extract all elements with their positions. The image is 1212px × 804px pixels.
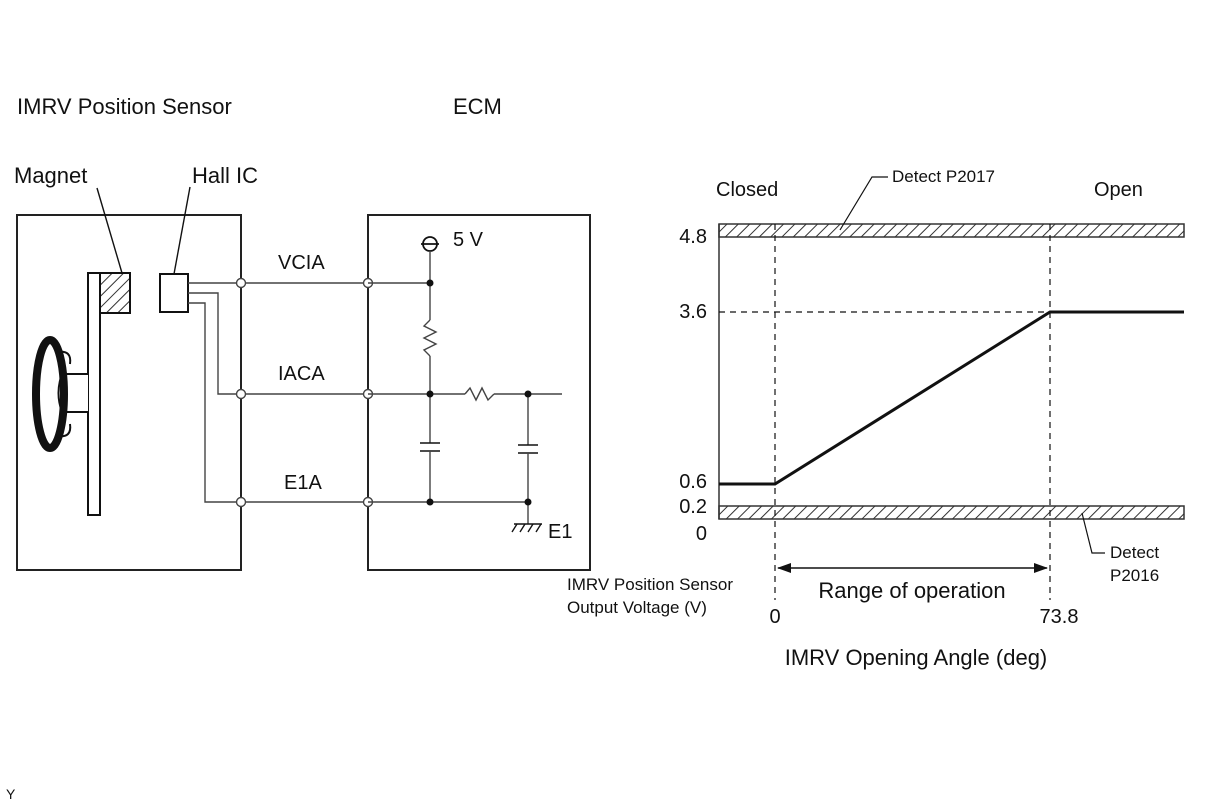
rotation-arrow-bottom-icon (57, 423, 72, 438)
range-label-bg (802, 576, 1022, 606)
figure-code: Y (6, 786, 16, 802)
detect-low-band (718, 505, 1185, 520)
dashed-guides (719, 224, 1051, 600)
supply-label: 5 V (453, 229, 484, 251)
y-tick-0: 0 (696, 523, 707, 545)
detect-low-leader (1081, 512, 1105, 554)
detect-high-band (718, 223, 1185, 238)
rotation-arrow-top-icon (57, 350, 72, 365)
wire-hall-iaca (188, 292, 241, 395)
closed-label: Closed (716, 179, 778, 201)
hall-ic-label: Hall IC (192, 163, 258, 188)
output-graph: Closed Open Detect P2017 Detect P2016 4.… (567, 167, 1185, 670)
wire-hall-e1a (188, 302, 241, 503)
rotation-icon (32, 336, 68, 452)
y-tick-0-2: 0.2 (679, 496, 707, 518)
hall-ic-leader-line (173, 186, 191, 275)
detect-high-leader (839, 176, 888, 231)
x-tick-0: 0 (769, 606, 780, 628)
output-voltage-curve (719, 310, 1184, 486)
hall-ic (159, 273, 189, 313)
ground-label: E1 (548, 521, 572, 543)
pullup-resistor (422, 319, 438, 357)
signal-label-e1a: E1A (284, 472, 322, 494)
sensor-title: IMRV Position Sensor (17, 94, 232, 119)
x-axis-title: IMRV Opening Angle (deg) (785, 645, 1048, 670)
sensor-box (16, 214, 242, 571)
filter-resistor (464, 386, 495, 402)
rotor-plate (87, 272, 101, 516)
x-tick-73-8: 73.8 (1040, 606, 1079, 628)
magnet-leader-line (96, 187, 123, 274)
detect-high-label: Detect P2017 (892, 167, 995, 186)
y-axis-title-line1: IMRV Position Sensor (567, 575, 733, 594)
terminal-sensor-vcia (235, 277, 247, 289)
ecm-title: ECM (453, 94, 502, 119)
open-label: Open (1094, 179, 1143, 201)
magnet-label: Magnet (14, 163, 87, 188)
detect-low-label-line2: P2016 (1110, 566, 1159, 585)
y-tick-3-6: 3.6 (679, 301, 707, 323)
y-tick-4-8: 4.8 (679, 226, 707, 248)
circuit-schematic: IMRV Position Sensor ECM Magnet Hall IC (14, 94, 591, 571)
signal-label-vcia: VCIA (278, 252, 325, 274)
terminal-sensor-e1a (235, 496, 247, 508)
junction-dots (426, 279, 532, 506)
terminals (235, 277, 374, 508)
y-tick-0-6: 0.6 (679, 471, 707, 493)
y-axis-title-line2: Output Voltage (V) (567, 598, 707, 617)
magnet (99, 272, 131, 314)
range-label: Range of operation (818, 578, 1005, 603)
detect-low-label-line1: Detect (1110, 543, 1159, 562)
ground-icon (511, 523, 542, 533)
terminal-sensor-iaca (235, 388, 247, 400)
signal-label-iaca: IACA (278, 363, 325, 385)
